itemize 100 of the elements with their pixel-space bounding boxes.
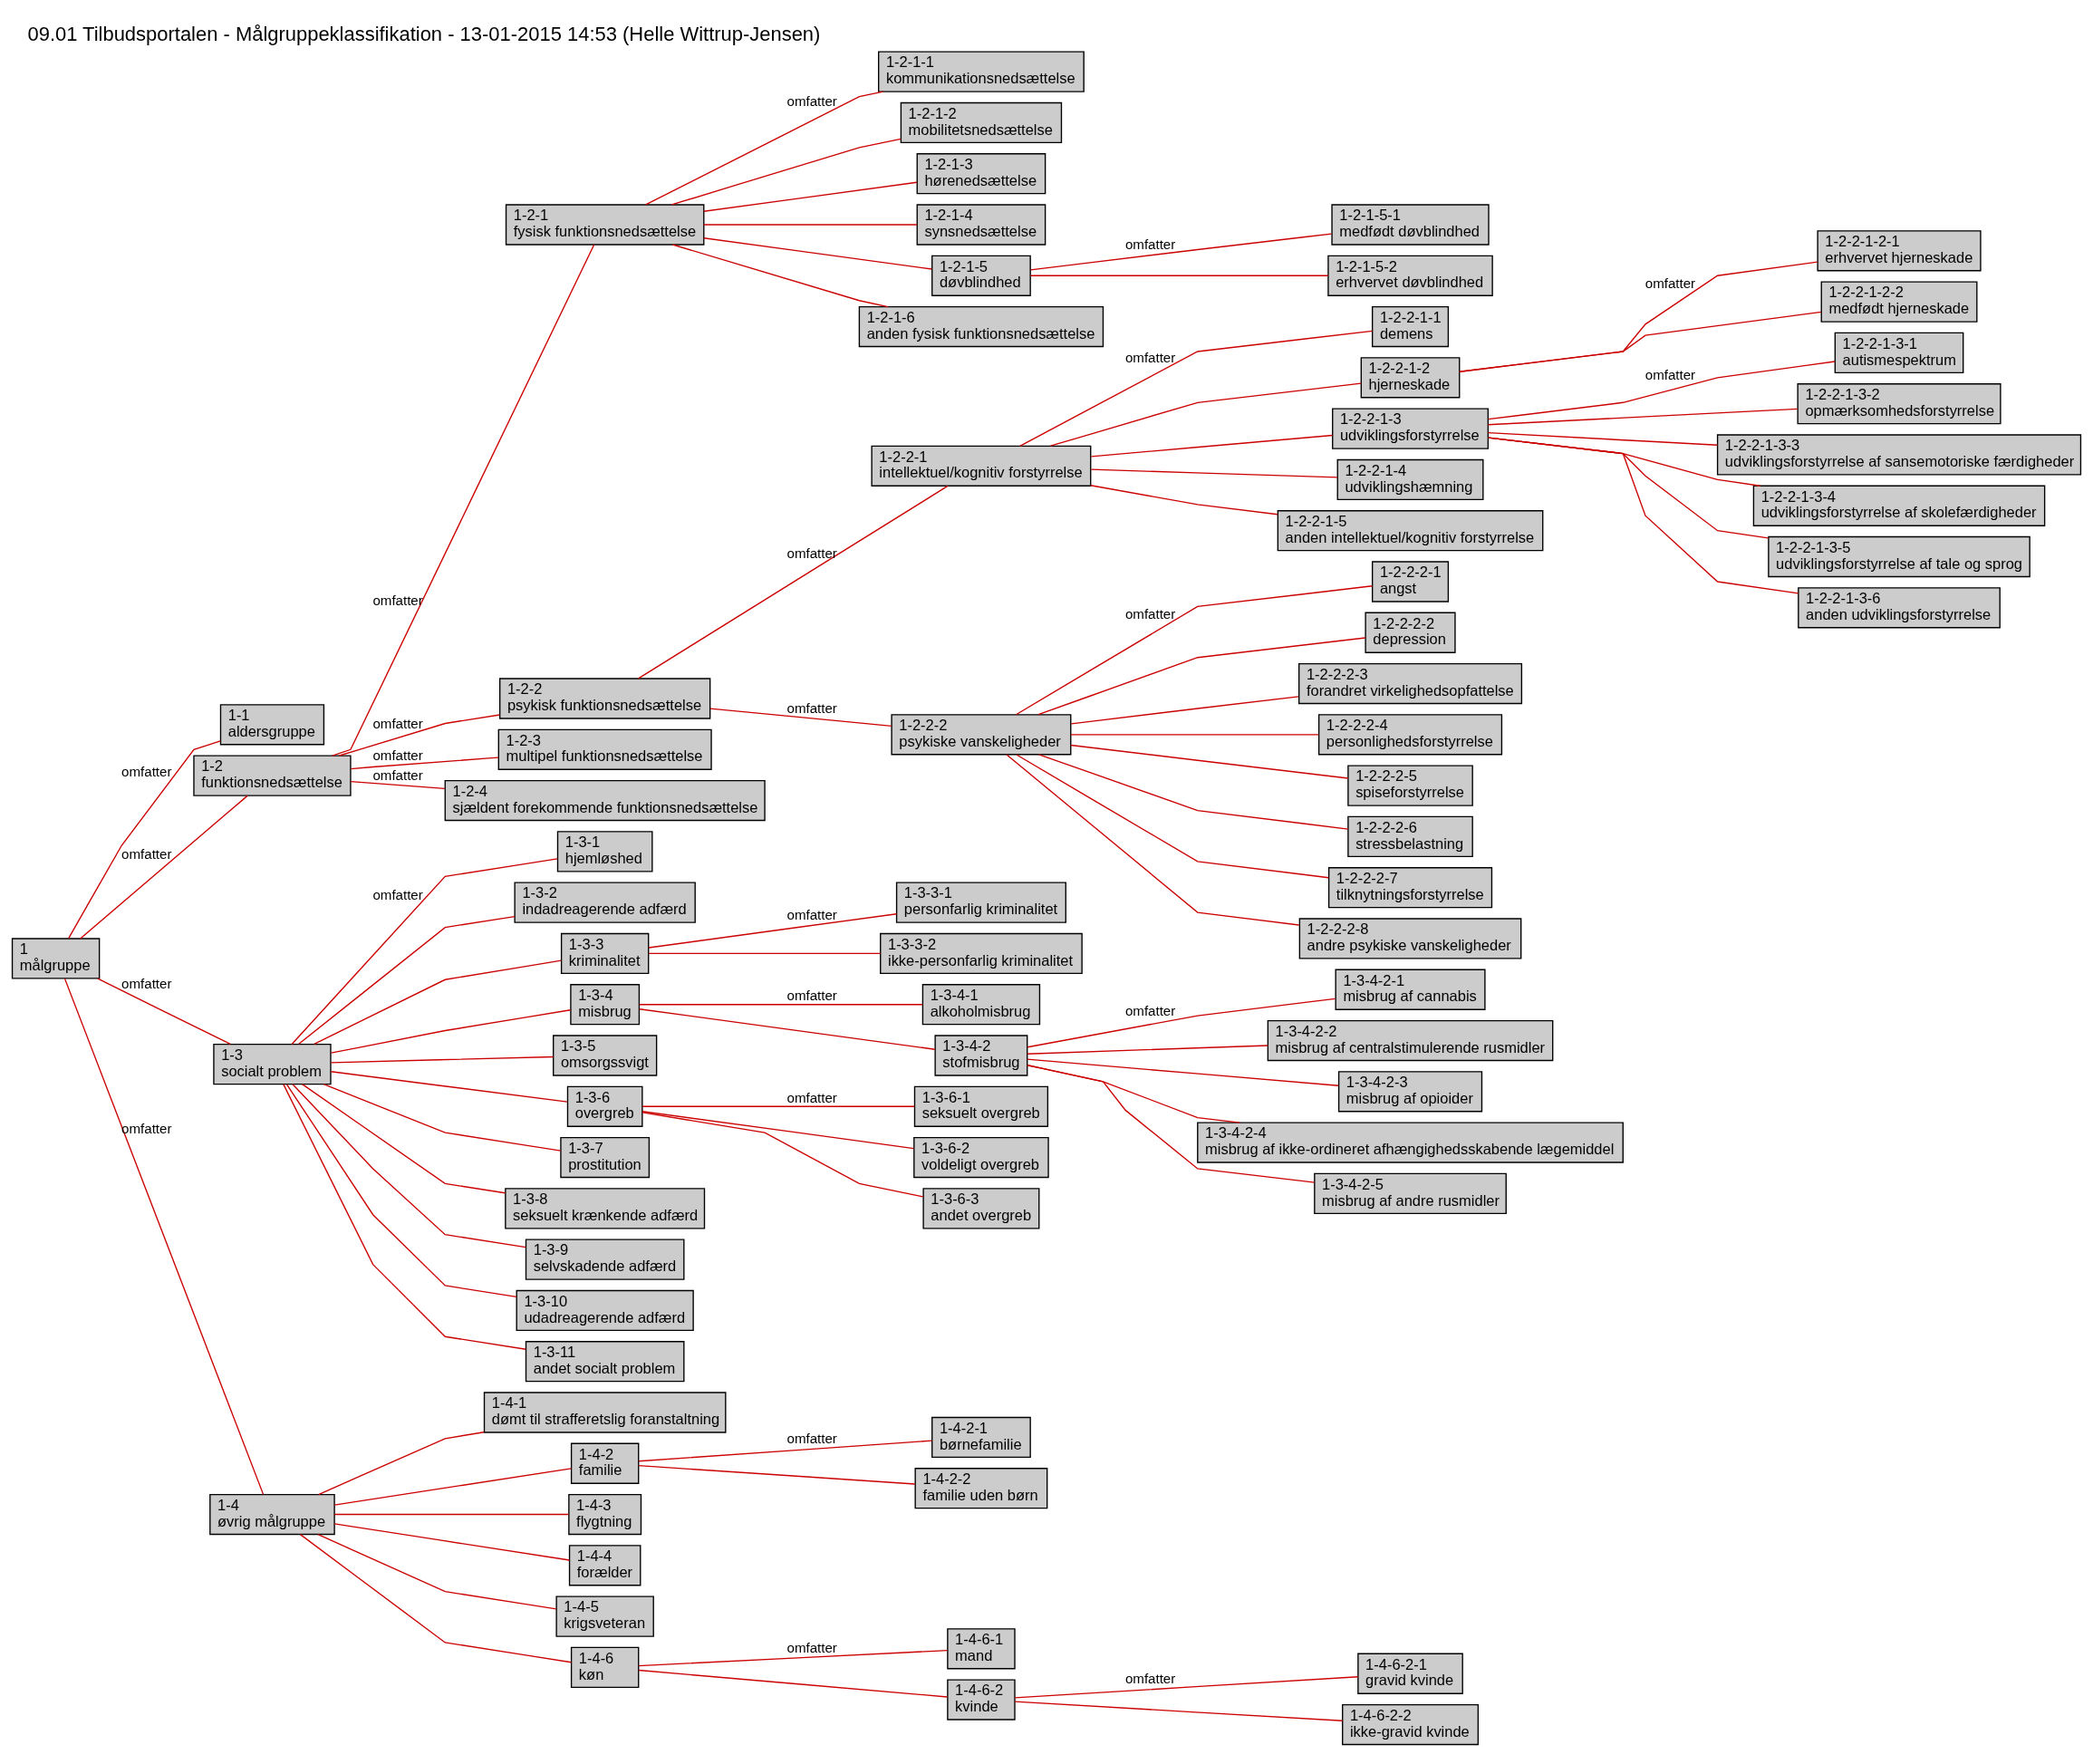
connector bbox=[1070, 744, 1349, 779]
node-box: 1-3-11 andet socialt problem bbox=[525, 1341, 685, 1383]
node-box: 1-1 aldersgruppe bbox=[219, 704, 325, 746]
connector bbox=[1487, 408, 1799, 426]
connector bbox=[1487, 431, 1719, 446]
node-box: 1-2-2-2-3 forandret virkelighedsopfattelse bbox=[1298, 662, 1523, 705]
edge-label: omfatter bbox=[1644, 367, 1696, 383]
node-box: 1-2-2-2-5 spiseforstyrrelse bbox=[1347, 765, 1473, 806]
edge-label: omfatter bbox=[121, 845, 172, 862]
node-box: 1-2-2-1-3-3 udviklingsforstyrrelse af sansemotoriske færdigheder bbox=[1716, 434, 2082, 476]
connector bbox=[648, 952, 882, 955]
connector bbox=[638, 1669, 949, 1698]
node-box: 1-2 funktionsnedsættelse bbox=[193, 755, 352, 796]
connector bbox=[1014, 1701, 1344, 1721]
node-box: 1-4-6-2-1 gravid kvinde bbox=[1357, 1653, 1463, 1694]
connector bbox=[1016, 754, 1329, 879]
node-box: 1-3-4-2-3 misbrug af opioider bbox=[1337, 1071, 1483, 1113]
node-box: 1-4-5 krigsveteran bbox=[555, 1595, 654, 1637]
edge-label: omfatter bbox=[786, 545, 837, 561]
node-box: 1-4-2 familie bbox=[570, 1442, 640, 1484]
node-box: 1-4-6-2-2 ikke-gravid kvinde bbox=[1342, 1703, 1480, 1746]
connector bbox=[1090, 468, 1338, 478]
node-box: 1-3-4-2 stofmisbrug bbox=[934, 1035, 1028, 1076]
edge-label: omfatter bbox=[786, 1639, 837, 1655]
node-box: 1-2-2-1-3-2 opmærksomhedsforstyrrelse bbox=[1797, 383, 2001, 425]
node-box: 1-3-4-1 alkoholmisbrug bbox=[921, 984, 1041, 1026]
connector bbox=[283, 1083, 526, 1350]
edge-label: omfatter bbox=[372, 767, 423, 784]
edge-label: omfatter bbox=[786, 988, 837, 1004]
edge-label: omfatter bbox=[786, 93, 837, 110]
connector bbox=[330, 1009, 572, 1054]
connector bbox=[1027, 1065, 1316, 1183]
connector bbox=[338, 714, 501, 757]
connector bbox=[1049, 382, 1362, 447]
connector bbox=[313, 959, 563, 1046]
connector bbox=[317, 1534, 557, 1610]
connector bbox=[1488, 361, 1836, 420]
edge-label: omfatter bbox=[1124, 350, 1176, 366]
connector bbox=[1027, 998, 1336, 1048]
node-box: 1-2-2-1-4 udviklingshæmning bbox=[1336, 458, 1484, 501]
node-box: 1-3-7 prostitution bbox=[560, 1136, 651, 1179]
node-box: 1-4-3 flygtning bbox=[568, 1493, 642, 1536]
node-box: 1-2-1-5-2 erhvervet døvblindhed bbox=[1327, 255, 1493, 296]
edge-label: omfatter bbox=[372, 887, 423, 903]
connector bbox=[1027, 1045, 1268, 1055]
connector bbox=[1015, 585, 1374, 716]
connector bbox=[299, 1533, 573, 1663]
edge-label: omfatter bbox=[121, 764, 172, 780]
connector bbox=[330, 1071, 568, 1103]
node-box: 1-2-2-1-2 hjerneskade bbox=[1360, 357, 1461, 399]
edge-label: omfatter bbox=[121, 975, 172, 991]
connector bbox=[333, 1523, 571, 1561]
connector bbox=[637, 485, 949, 680]
node-box: 1-2-2-1-3-6 anden udviklingsforstyrrelse bbox=[1798, 587, 2001, 629]
node-box: 1-2-2 psykisk funktionsnedsættelse bbox=[499, 678, 711, 719]
edge-label: omfatter bbox=[372, 715, 423, 731]
connector bbox=[648, 913, 898, 949]
edge-label: omfatter bbox=[1644, 275, 1696, 291]
connector bbox=[1018, 330, 1374, 447]
node-box: 1-3-3-2 ikke-personfarlig kriminalitet bbox=[880, 932, 1083, 975]
node-box: 1-2-2-2-4 personlighedsforstyrrelse bbox=[1317, 714, 1503, 756]
connector bbox=[291, 858, 558, 1046]
node-box: 1-3-4-2-5 misbrug af andre rusmidler bbox=[1314, 1172, 1507, 1215]
edge-label: omfatter bbox=[372, 592, 423, 608]
connector bbox=[709, 708, 892, 728]
connector bbox=[350, 780, 446, 790]
connector bbox=[1029, 275, 1329, 276]
edge-label: omfatter bbox=[786, 700, 837, 717]
node-box: 1-2-2-2-7 tilknytningsforstyrrelse bbox=[1327, 867, 1493, 909]
connector bbox=[1006, 754, 1300, 926]
connector bbox=[1070, 696, 1299, 725]
node-box: 1-2-2-2-8 andre psykiske vanskeligheder bbox=[1298, 918, 1522, 959]
connector bbox=[638, 1004, 923, 1006]
connector bbox=[638, 1008, 936, 1050]
connector bbox=[80, 795, 248, 940]
node-box: 1-3-4-2-1 misbrug af cannabis bbox=[1335, 969, 1486, 1010]
connector bbox=[285, 1084, 517, 1297]
node-box: 1-3-9 selvskadende adfærd bbox=[525, 1239, 685, 1280]
connector bbox=[703, 224, 918, 226]
connector bbox=[1038, 754, 1349, 830]
node-box: 1-2-2-1-2-2 medfødt hjerneskade bbox=[1820, 281, 1978, 323]
node-box: 1-2-2-1-2-1 erhvervet hjerneskade bbox=[1817, 230, 1982, 272]
node-box: 1-3-4-2-4 misbrug af ikke-ordineret afhængighedsskabende lægemiddel bbox=[1197, 1122, 1624, 1163]
node-box: 1-2-2-2-1 angst bbox=[1371, 561, 1450, 602]
node-box: 1-4-6-2 kvinde bbox=[947, 1679, 1016, 1721]
connector bbox=[332, 244, 595, 757]
node-box: 1-2-2-2 psykiske vanskeligheder bbox=[891, 714, 1072, 756]
node-box: 1-2-3 multipel funktionsnedsættelse bbox=[497, 728, 712, 770]
connector bbox=[333, 1513, 570, 1516]
connector bbox=[68, 740, 221, 940]
node-box: 1-2-2-2-6 stressbelastning bbox=[1347, 815, 1473, 858]
node-box: 1-3-3-1 personfarlig kriminalitet bbox=[895, 882, 1066, 923]
node-box: 1-3-6-1 seksuelt overgreb bbox=[913, 1085, 1049, 1127]
connector bbox=[323, 1083, 562, 1152]
node-box: 1-2-2-1 intellektuel/kognitiv forstyrrelse bbox=[871, 445, 1092, 487]
node-box: 1-2-1-2 mobilitetsnedsættelse bbox=[900, 101, 1063, 144]
node-box: 1-3-1 hjemløshed bbox=[556, 831, 653, 872]
connector bbox=[1070, 734, 1319, 736]
node-box: 1-2-2-2-2 depression bbox=[1365, 612, 1456, 653]
node-box: 1-2-4 sjældent forekommende funktionsnedsættelse bbox=[444, 779, 766, 822]
